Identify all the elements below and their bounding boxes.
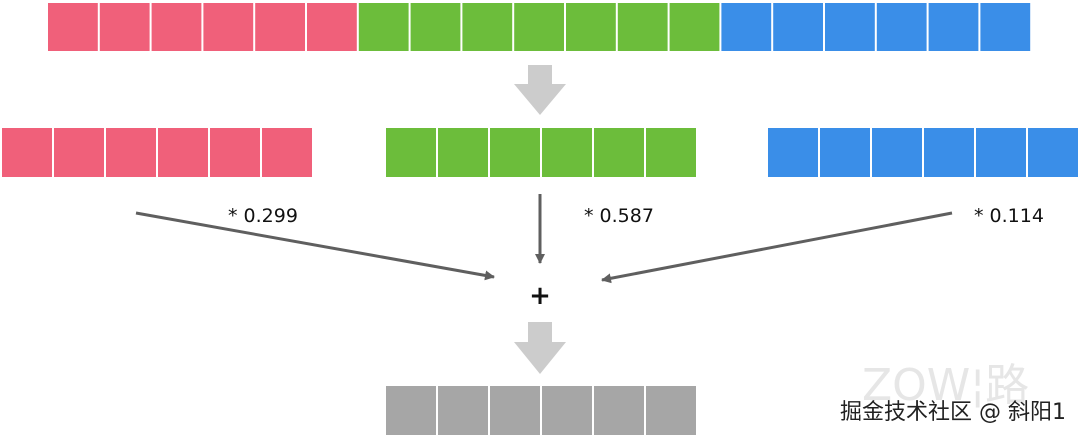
- red-source-cell: [48, 3, 98, 51]
- green-channel-cell: [542, 128, 592, 177]
- green-weight-label: * 0.587: [584, 205, 654, 227]
- green-source-cell: [358, 3, 409, 51]
- down-block-arrow-icon: [514, 322, 566, 374]
- green-channel-cell: [490, 128, 540, 177]
- red-channel-cell: [2, 128, 52, 177]
- blue-source-cell: [721, 3, 772, 51]
- green-channel-cell: [594, 128, 644, 177]
- green-source-cell: [566, 3, 616, 51]
- red-source-cell: [307, 3, 357, 51]
- blue-channel-row: [768, 128, 1078, 177]
- plus-operator: +: [529, 281, 551, 311]
- red-weight-arrow: [135, 211, 495, 281]
- source-pixel-row: [48, 3, 1031, 51]
- green-source-cell: [410, 3, 461, 51]
- green-channel-row: [386, 128, 696, 177]
- watermark-ghost-icon: ZOW¦路: [862, 360, 1029, 411]
- red-channel-cell: [210, 128, 260, 177]
- blue-weight-label: * 0.114: [974, 205, 1044, 227]
- down-block-arrow-icon: [514, 65, 566, 115]
- red-channel-cell: [54, 128, 104, 177]
- green-channel-cell: [386, 128, 436, 177]
- red-channel-row: [2, 128, 312, 177]
- red-source-cell: [203, 3, 254, 51]
- red-weight-label: * 0.299: [228, 205, 298, 227]
- blue-weight-arrow: [601, 211, 953, 284]
- gray-result-cell: [542, 386, 592, 435]
- blue-channel-cell: [924, 128, 974, 177]
- blue-channel-cell: [872, 128, 922, 177]
- gray-result-cell: [490, 386, 540, 435]
- watermark-text: 掘金技术社区 @ 斜阳1: [840, 400, 1066, 425]
- red-source-cell: [255, 3, 305, 51]
- gray-result-cell: [386, 386, 436, 435]
- blue-source-cell: [825, 3, 875, 51]
- green-source-cell: [617, 3, 668, 51]
- red-channel-cell: [158, 128, 208, 177]
- blue-source-cell: [773, 3, 823, 51]
- blue-source-cell: [980, 3, 1031, 51]
- red-channel-cell: [262, 128, 312, 177]
- green-source-cell: [514, 3, 564, 51]
- red-source-cell: [151, 3, 202, 51]
- green-channel-cell: [646, 128, 696, 177]
- grayscale-result-row: [386, 386, 696, 435]
- green-source-cell: [462, 3, 513, 51]
- blue-channel-cell: [1028, 128, 1078, 177]
- green-channel-cell: [438, 128, 488, 177]
- green-source-cell: [669, 3, 720, 51]
- blue-channel-cell: [768, 128, 818, 177]
- red-channel-cell: [106, 128, 156, 177]
- gray-result-cell: [646, 386, 696, 435]
- gray-result-cell: [438, 386, 488, 435]
- gray-result-cell: [594, 386, 644, 435]
- blue-channel-cell: [820, 128, 870, 177]
- blue-channel-cell: [976, 128, 1026, 177]
- red-source-cell: [99, 3, 150, 51]
- blue-source-cell: [928, 3, 979, 51]
- blue-source-cell: [876, 3, 927, 51]
